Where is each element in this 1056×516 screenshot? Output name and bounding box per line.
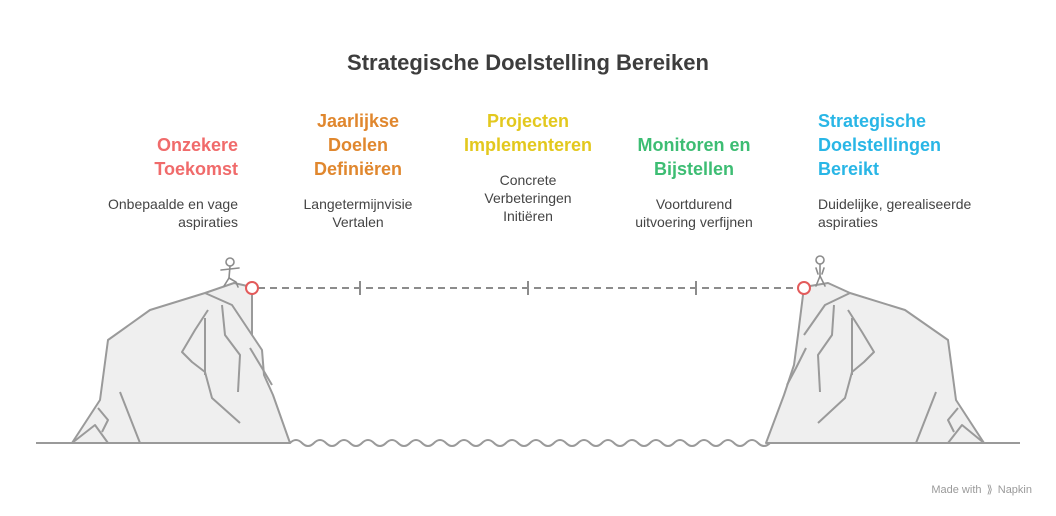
water-waves	[289, 439, 771, 447]
milestone-ticks	[359, 281, 697, 295]
step-monitoren-bijstellen: Monitoren en Bijstellen Voortdurend uitv…	[594, 133, 794, 231]
end-marker-icon	[797, 281, 811, 295]
step-title: Strategische Doelstellingen Bereikt	[818, 111, 942, 179]
credit-brand: Napkin	[997, 484, 1032, 496]
person-end-icon	[815, 255, 826, 287]
credit-prefix: Made with	[931, 484, 982, 496]
step-doelstellingen-bereikt: Strategische Doelstellingen Bereikt Duid…	[818, 109, 1018, 231]
step-title: Jaarlijkse Doelen Definiëren	[313, 111, 403, 179]
step-jaarlijkse-doelen: Jaarlijkse Doelen Definiëren Langetermij…	[258, 109, 458, 231]
page-title: Strategische Doelstelling Bereiken	[347, 50, 709, 75]
step-title: Monitoren en Bijstellen	[637, 135, 751, 179]
made-with-napkin-credit: Made with ⟫ Napkin	[931, 483, 1032, 496]
step-description: Duidelijke, gerealiseerde aspiraties	[818, 196, 972, 230]
left-cliff	[71, 282, 291, 444]
step-description: Voortdurend uitvoering verfijnen	[635, 196, 753, 230]
step-description: Onbepaalde en vage aspiraties	[108, 196, 238, 230]
person-start-icon	[220, 257, 240, 288]
step-description: Langetermijnvisie Vertalen	[303, 196, 413, 230]
step-title: Onzekere Toekomst	[154, 135, 238, 179]
right-cliff	[765, 282, 985, 444]
step-projecten-implementeren: Projecten Implementeren Concrete Verbete…	[428, 109, 628, 225]
napkin-logo-icon: ⟫	[986, 484, 993, 496]
step-description: Concrete Verbeteringen Initiëren	[484, 172, 572, 224]
step-onzekere-toekomst: Onzekere Toekomst Onbepaalde en vage asp…	[38, 133, 238, 231]
step-title: Projecten Implementeren	[463, 111, 593, 155]
start-marker-icon	[245, 281, 259, 295]
